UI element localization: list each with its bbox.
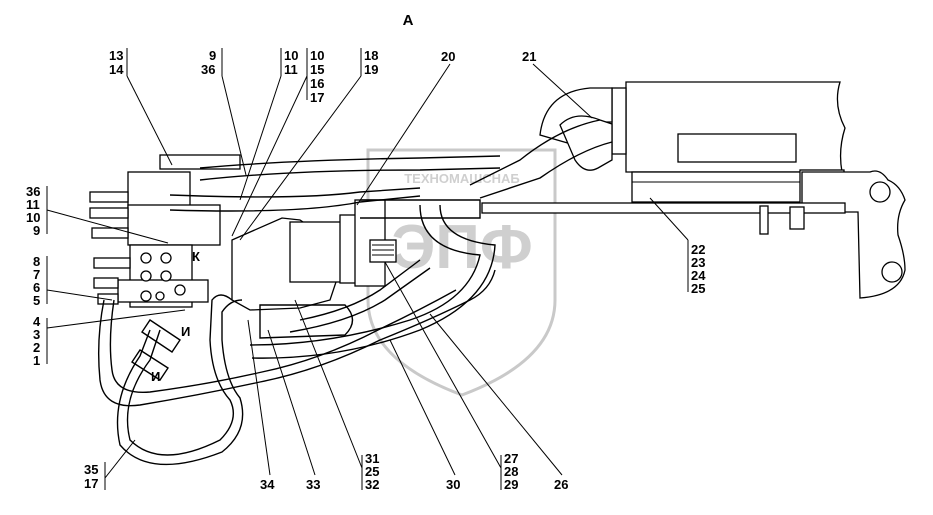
callout-20: 20 <box>441 49 455 64</box>
callout-number: 9 <box>209 48 216 63</box>
callout-number: 30 <box>446 477 460 492</box>
callout-number: 7 <box>33 267 40 282</box>
callout-number: 17 <box>310 90 324 105</box>
callout-number: 11 <box>284 62 298 77</box>
callout-number: 22 <box>691 242 705 257</box>
callout-10-11: 10 11 <box>284 48 298 77</box>
callout-27-28-29: 27 28 29 <box>504 451 518 492</box>
callout-number: 11 <box>26 197 40 212</box>
callout-number: 17 <box>84 476 98 491</box>
callout-number: 35 <box>84 462 98 477</box>
callout-number: 36 <box>26 184 40 199</box>
elbow-pipe <box>469 87 613 199</box>
callout-number: 2 <box>33 340 40 355</box>
callout-34: 34 <box>260 477 275 492</box>
callout-35-17: 35 17 <box>84 462 98 491</box>
callout-21: 21 <box>522 49 536 64</box>
callout-number: 24 <box>691 268 706 283</box>
callout-18-19: 18 19 <box>364 48 378 77</box>
leader-lines <box>46 48 689 490</box>
callout-number: 10 <box>26 210 40 225</box>
hoses <box>97 155 501 466</box>
callout-number: 14 <box>109 62 124 77</box>
right-unit <box>481 81 906 299</box>
callout-13-14: 13 14 <box>109 48 124 77</box>
callout-number: 13 <box>109 48 123 63</box>
callout-number: 33 <box>306 477 320 492</box>
callout-number: 27 <box>504 451 518 466</box>
callout-9-36: 9 36 <box>201 48 216 77</box>
callout-4-3-2-1: 4 3 2 1 <box>33 314 41 368</box>
callout-number: 28 <box>504 464 518 479</box>
callout-number: 8 <box>33 254 40 269</box>
callout-30: 30 <box>446 477 460 492</box>
watermark-letters: ЭПФ <box>391 213 533 282</box>
callout-number: 6 <box>33 280 40 295</box>
callout-number: 10 <box>310 48 324 63</box>
callout-number: 1 <box>33 353 40 368</box>
watermark-text: ТЕХНОМАШСНАБ <box>404 171 520 186</box>
callout-number: 19 <box>364 62 378 77</box>
callout-36-11-10-9: 36 11 10 9 <box>26 184 40 238</box>
callout-26: 26 <box>554 477 568 492</box>
callout-number: 36 <box>201 62 215 77</box>
callout-8-7-6-5: 8 7 6 5 <box>33 254 40 308</box>
section-mark-k: К <box>192 249 200 264</box>
callout-number: 16 <box>310 76 324 91</box>
callout-number: 10 <box>284 48 298 63</box>
callout-number: 20 <box>441 49 455 64</box>
callout-number: 15 <box>310 62 324 77</box>
callout-number: 34 <box>260 477 275 492</box>
callout-31-25-32: 31 25 32 <box>365 451 379 492</box>
watermark: ТЕХНОМАШСНАБ ЭПФ <box>366 148 557 397</box>
pump-block <box>231 199 397 311</box>
callout-number: 21 <box>522 49 536 64</box>
callout-number: 5 <box>33 293 40 308</box>
callout-33: 33 <box>306 477 320 492</box>
callout-number: 9 <box>33 223 40 238</box>
valve-block <box>89 154 241 308</box>
view-label: А <box>403 12 414 29</box>
callout-number: 4 <box>33 314 41 329</box>
callout-number: 23 <box>691 255 705 270</box>
callout-number: 25 <box>691 281 705 296</box>
callout-number: 26 <box>554 477 568 492</box>
callout-number: 29 <box>504 477 518 492</box>
section-mark-i: И <box>181 324 190 339</box>
callout-number: 18 <box>364 48 378 63</box>
callout-10-15-16-17: 10 15 16 17 <box>310 48 324 105</box>
callout-number: 25 <box>365 464 379 479</box>
callout-22-25: 22 23 24 25 <box>691 242 706 296</box>
callout-number: 32 <box>365 477 379 492</box>
callout-number: 3 <box>33 327 40 342</box>
callout-number: 31 <box>365 451 379 466</box>
section-mark-i: И <box>151 369 160 384</box>
